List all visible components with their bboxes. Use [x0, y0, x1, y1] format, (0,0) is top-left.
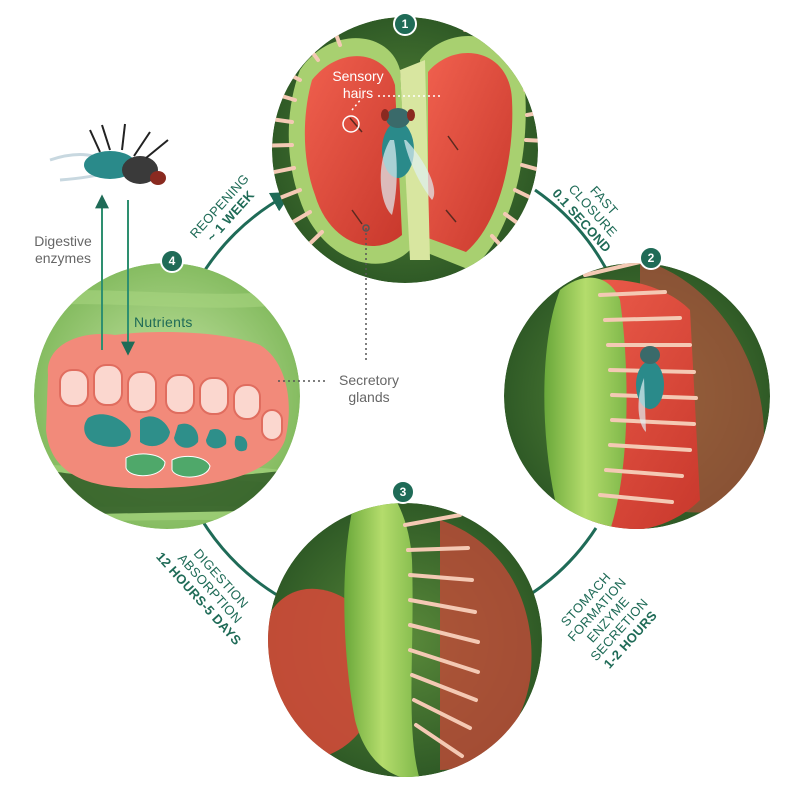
step-badge-1: 1: [393, 12, 417, 36]
sensory-hair-marker: [342, 115, 360, 133]
sensory-hairs-line1: Sensory: [332, 68, 384, 84]
fly-trapped: [636, 346, 664, 432]
digestive-enzymes-line2: enzymes: [34, 250, 92, 266]
callout-digestive-enzymes: Digestive enzymes: [30, 233, 96, 267]
fly-in-trap: [380, 108, 435, 215]
callout-sensory-hairs: Sensory hairs: [326, 68, 390, 102]
sensory-hairs-line2: hairs: [342, 85, 374, 101]
step-badge-3: 3: [391, 480, 415, 504]
callout-nutrients: Nutrients: [134, 314, 193, 330]
secretory-glands-line1: Secretory: [339, 372, 399, 388]
digestive-enzymes-line1: Digestive: [34, 233, 92, 249]
stage-2-closed-trap: [504, 263, 770, 529]
digested-fly: [49, 123, 169, 185]
stage-1-open-trap: [272, 17, 538, 283]
secretory-glands-line2: glands: [348, 389, 390, 405]
callout-secretory-glands: Secretory glands: [332, 372, 406, 406]
stage-3-sealed-trap: [268, 503, 542, 777]
step-badge-4: 4: [160, 249, 184, 273]
step-badge-2: 2: [639, 246, 663, 270]
